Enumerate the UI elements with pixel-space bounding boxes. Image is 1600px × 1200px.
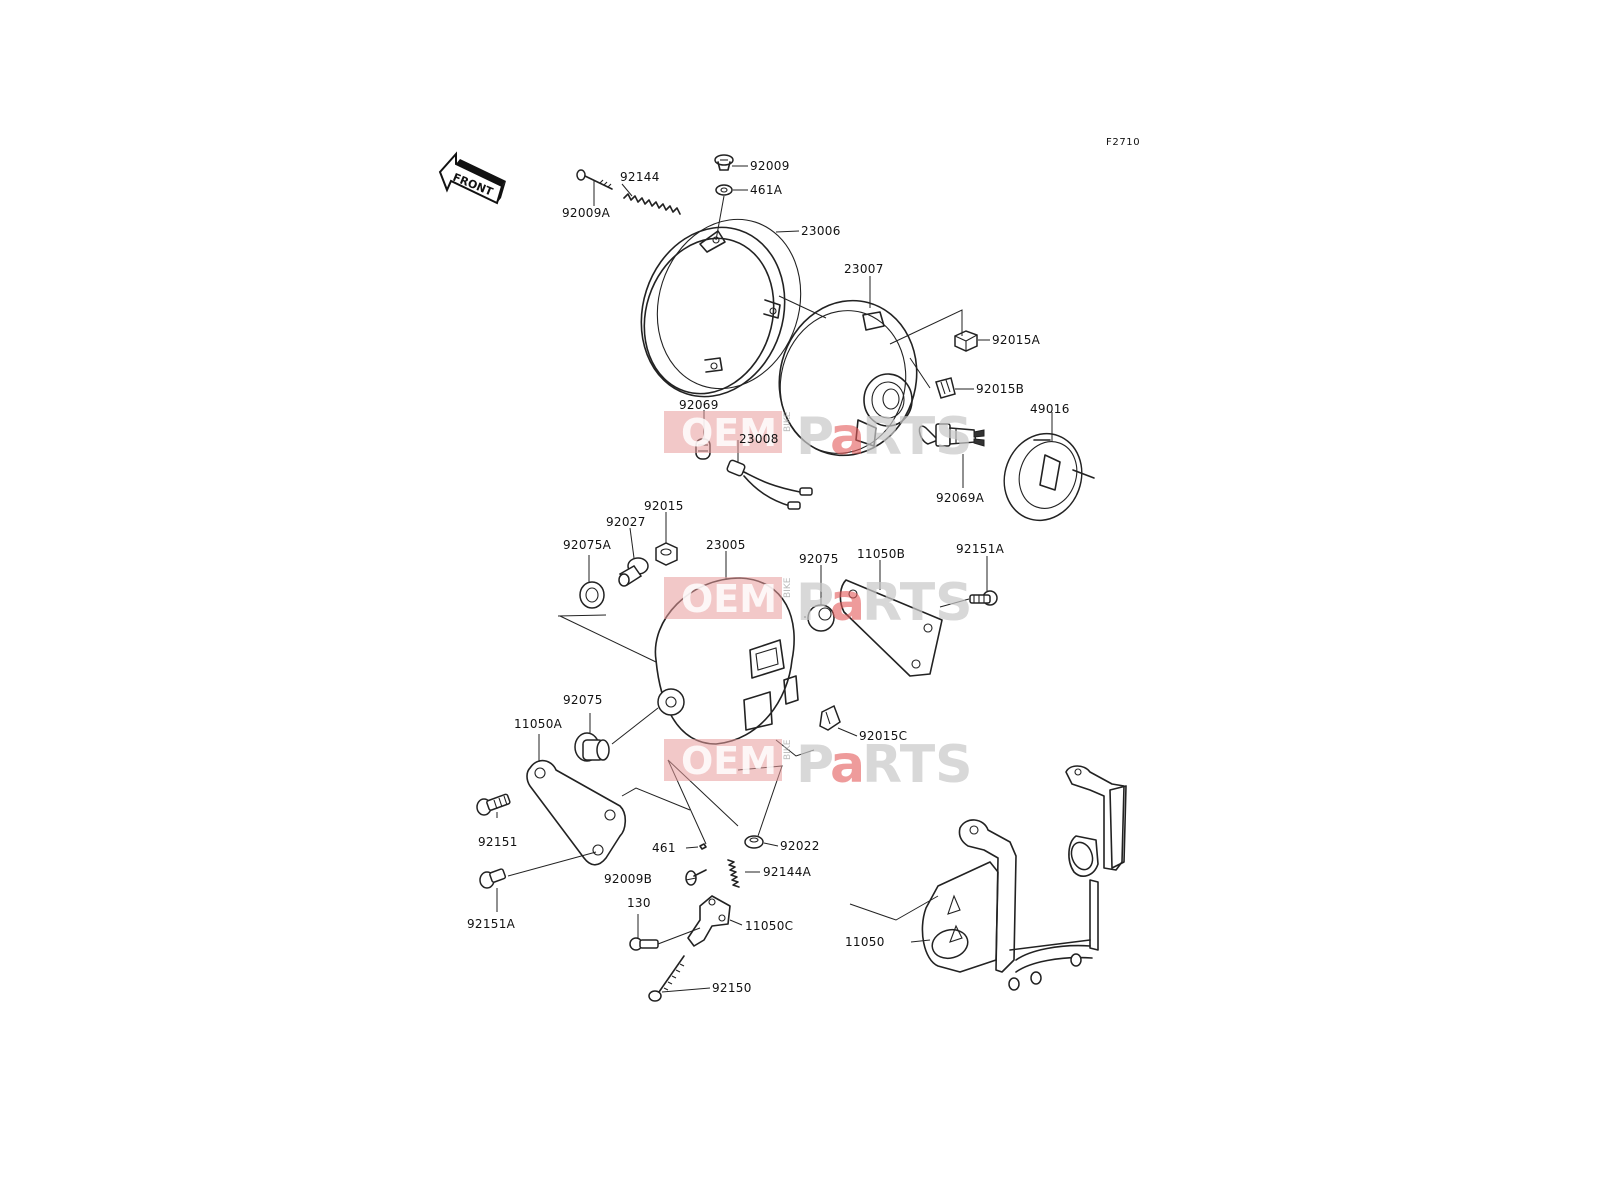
callout-92069a: 92069A: [936, 491, 985, 505]
watermark-a-text: a: [830, 735, 865, 795]
spring-92144a-part: [727, 859, 740, 888]
callout-92069: 92069: [679, 398, 719, 412]
watermark-bike-text: BIKE: [783, 411, 793, 432]
callout-23007: 23007: [844, 262, 884, 276]
callout-23005: 23005: [706, 538, 746, 552]
socket-23008-part: [726, 459, 813, 510]
callout-11050: 11050: [845, 935, 885, 949]
callout-92015c: 92015C: [859, 729, 907, 743]
callout-92075-right: 92075: [799, 552, 839, 566]
callout-92151a-right: 92151A: [956, 542, 1005, 556]
callout-92009a: 92009A: [562, 206, 611, 220]
watermark-rts-text: RTS: [862, 573, 973, 633]
watermark-oem-text: OEM: [681, 577, 777, 621]
clip-92015b-part: [935, 377, 956, 399]
bracket-11050b-part: [839, 579, 943, 677]
callout-92027: 92027: [606, 515, 646, 529]
watermark-p-text: P: [796, 573, 834, 633]
spring-92144-part: [623, 193, 681, 215]
callout-92075-left: 92075: [563, 693, 603, 707]
screw-92009a-part: [576, 169, 613, 190]
watermark-bottom: OEM BIKE P a RTS: [664, 735, 973, 795]
watermark-p-text: P: [796, 735, 834, 795]
callout-49016: 49016: [1030, 402, 1070, 416]
bulb-92069a-part: [918, 423, 985, 447]
watermark-oem-text: OEM: [681, 739, 777, 783]
bracket-11050c-part: [687, 895, 731, 947]
callout-130: 130: [627, 896, 651, 910]
washer-461a-part: [715, 184, 733, 196]
bolt-92151a-left-part: [479, 868, 507, 889]
cap-92022-part: [744, 835, 764, 849]
callout-23008: 23008: [739, 432, 779, 446]
callout-labels: 92009 461A 92144 92009A 23006 23007 9201…: [467, 159, 1070, 995]
collar-92027-part: [618, 557, 649, 587]
callout-92144a: 92144A: [763, 865, 812, 879]
grommet-92075-left-part: [574, 732, 610, 762]
headlight-rim-part: [640, 218, 802, 398]
bolt-92151-part: [476, 793, 511, 816]
callout-92015: 92015: [644, 499, 684, 513]
callout-92075a: 92075A: [563, 538, 612, 552]
bolt-92151a-right-part: [969, 590, 998, 606]
callout-92150: 92150: [712, 981, 752, 995]
callout-92015a: 92015A: [992, 333, 1041, 347]
leader-lines: [496, 165, 1053, 993]
bracket-11050a-part: [526, 759, 627, 866]
screw-92009-part: [714, 154, 734, 171]
nut-92015-part: [655, 542, 678, 566]
watermark-top: OEM BIKE P a RTS: [664, 407, 973, 467]
callout-92009b: 92009B: [604, 872, 652, 886]
callout-92009: 92009: [750, 159, 790, 173]
watermark-bike-text: BIKE: [783, 577, 793, 598]
screw-92009b-part: [685, 869, 707, 886]
watermark-a-text: a: [830, 573, 865, 633]
watermark-rts-text: RTS: [862, 735, 973, 795]
watermark-oem-text: OEM: [681, 411, 777, 455]
watermark-rts-text: RTS: [862, 407, 973, 467]
diagram-code: F2710: [1106, 137, 1140, 148]
callout-11050c: 11050C: [745, 919, 793, 933]
watermark-middle: OEM BIKE P a RTS: [664, 573, 973, 633]
bolt-130-part: [629, 937, 659, 951]
callout-461: 461: [652, 841, 676, 855]
callout-92015b: 92015B: [976, 382, 1024, 396]
callout-92151: 92151: [478, 835, 518, 849]
front-arrow-icon: FRONT: [438, 151, 506, 205]
watermark-bike-text: BIKE: [783, 739, 793, 760]
nut-92015a-part: [954, 330, 978, 352]
callout-11050b: 11050B: [857, 547, 905, 561]
watermark-p-text: P: [796, 407, 834, 467]
callout-92022: 92022: [780, 839, 820, 853]
screw-92150-part: [648, 955, 685, 1002]
callout-92151a-left: 92151A: [467, 917, 516, 931]
callout-461a: 461A: [750, 183, 783, 197]
callout-11050a: 11050A: [514, 717, 563, 731]
clip-92015c-part: [819, 704, 841, 731]
callout-92144: 92144: [620, 170, 660, 184]
callout-23006: 23006: [801, 224, 841, 238]
watermark-a-text: a: [830, 407, 865, 467]
grommet-92075a-part: [579, 581, 605, 609]
main-bracket-11050-part: [921, 765, 1127, 991]
pin-461-part: [699, 843, 707, 850]
headlight-unit-part: [778, 299, 918, 457]
bulb-cover-49016-part: [1003, 432, 1095, 522]
